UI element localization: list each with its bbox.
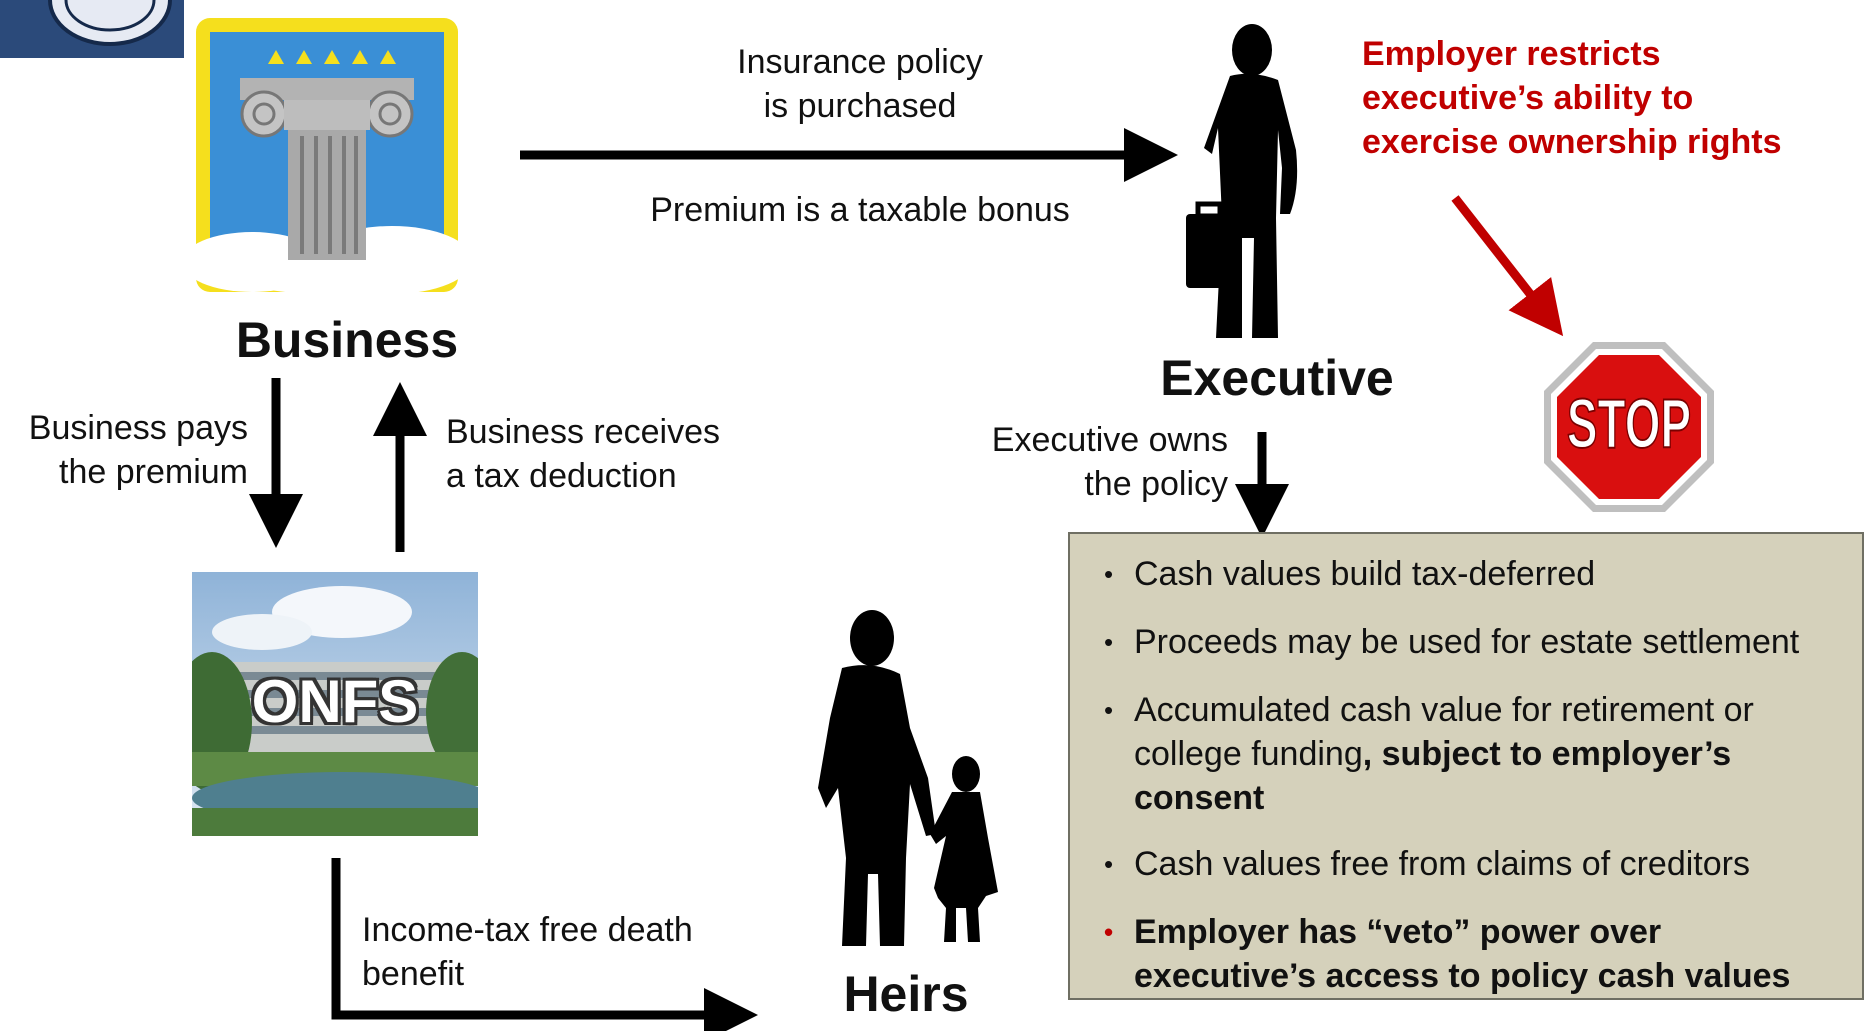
taxable-bonus-label: Premium is a taxable bonus — [650, 191, 1070, 229]
benefits-panel: Cash values build tax-deferred Proceeds … — [1068, 532, 1864, 1000]
heirs-silhouette-icon — [760, 608, 1000, 954]
heirs-title: Heirs — [843, 966, 969, 1022]
arrow-death-benefit — [331, 858, 758, 1031]
executive-title: Executive — [1160, 350, 1394, 406]
bullet-tax-deferred: Cash values build tax-deferred — [1086, 552, 1846, 596]
bullet-retirement-funding: Accumulated cash value for retirement or… — [1086, 688, 1846, 820]
stop-sign-icon: STOP — [1542, 340, 1716, 514]
bullet-employer-veto: Employer has “veto” power overexecutive’… — [1086, 910, 1846, 998]
stop-sign-text: STOP — [1567, 384, 1691, 463]
executive-silhouette-icon — [1182, 18, 1332, 348]
business-title: Business — [235, 312, 459, 368]
column-icon — [182, 14, 472, 296]
building-photo: ONFS — [172, 572, 498, 836]
arrow-restriction — [1451, 195, 1564, 337]
logo-icon — [0, 0, 184, 58]
bullet-creditors: Cash values free from claims of creditor… — [1086, 842, 1846, 886]
onfs-title: ONFS — [251, 668, 419, 735]
bullet-estate-settlement: Proceeds may be used for estate settleme… — [1086, 620, 1846, 664]
